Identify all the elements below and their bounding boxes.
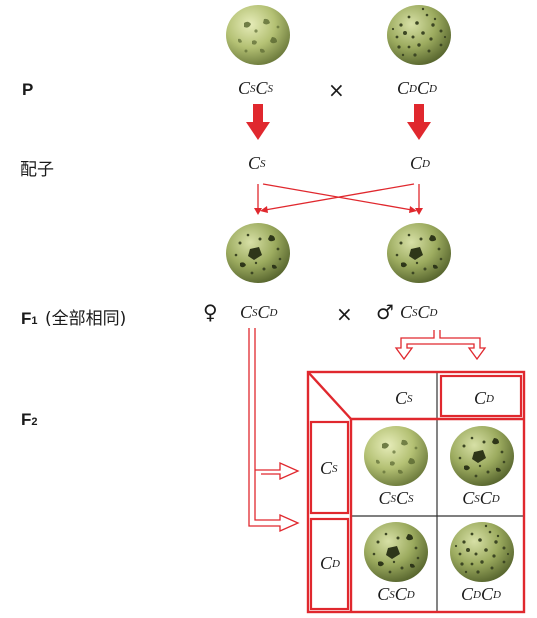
female-symbol: ♀ (203, 300, 218, 324)
male-gamete-arrow (394, 330, 487, 361)
parent-cross-symbol: × (328, 78, 345, 102)
punnett-row-header-2: CD (320, 553, 340, 573)
f2-sub: 2 (31, 416, 38, 428)
parent-left-seed (226, 5, 290, 65)
parent-left-genotype: CSCS (238, 78, 274, 98)
row-label-f1: F1 (全部相同) (21, 304, 126, 329)
parent-right-genotype: CDCD (397, 78, 437, 98)
f1-right-seed (387, 223, 451, 283)
f1-right-genotype: CSCD (400, 302, 438, 322)
punnett-square (306, 370, 526, 614)
f1-left-genotype: CSCD (240, 302, 278, 322)
f1-note: (全部相同) (44, 309, 127, 329)
row-label-gamete: 配子 (20, 160, 54, 180)
parent-right-arrow (407, 104, 431, 140)
punnett-col-header-1: CS (395, 388, 413, 408)
parent-right-seed (387, 5, 451, 65)
punnett-seed-2 (450, 426, 514, 486)
f1-sub: 1 (31, 315, 38, 327)
punnett-seed-4 (450, 522, 514, 582)
punnett-col-header-2: CD (474, 388, 494, 408)
f2-label: F (21, 410, 32, 429)
gamete-arrowheads (254, 206, 423, 215)
punnett-seed-3 (364, 522, 428, 582)
gamete-cross-arrows (257, 183, 420, 211)
punnett-cell-genotype-3: CSCD (377, 584, 415, 604)
row-label-p: P (22, 80, 34, 99)
f1-cross-symbol: × (336, 302, 353, 326)
parent-left-arrow (246, 104, 270, 140)
f1-left-seed (226, 223, 290, 283)
punnett-cell-genotype-4: CDCD (461, 584, 501, 604)
punnett-cell-genotype-2: CSCD (462, 488, 500, 508)
row-label-f2: F2 (21, 410, 38, 430)
f1-label: F (21, 309, 32, 328)
punnett-cell-genotype-1: CSCS (378, 488, 414, 508)
male-symbol: ♂ (376, 300, 394, 324)
female-gamete-arrow (248, 328, 300, 533)
gamete-right: CD (410, 153, 430, 173)
gamete-left: CS (248, 153, 266, 173)
punnett-seed-1 (364, 426, 428, 486)
punnett-row-header-1: CS (320, 458, 338, 478)
